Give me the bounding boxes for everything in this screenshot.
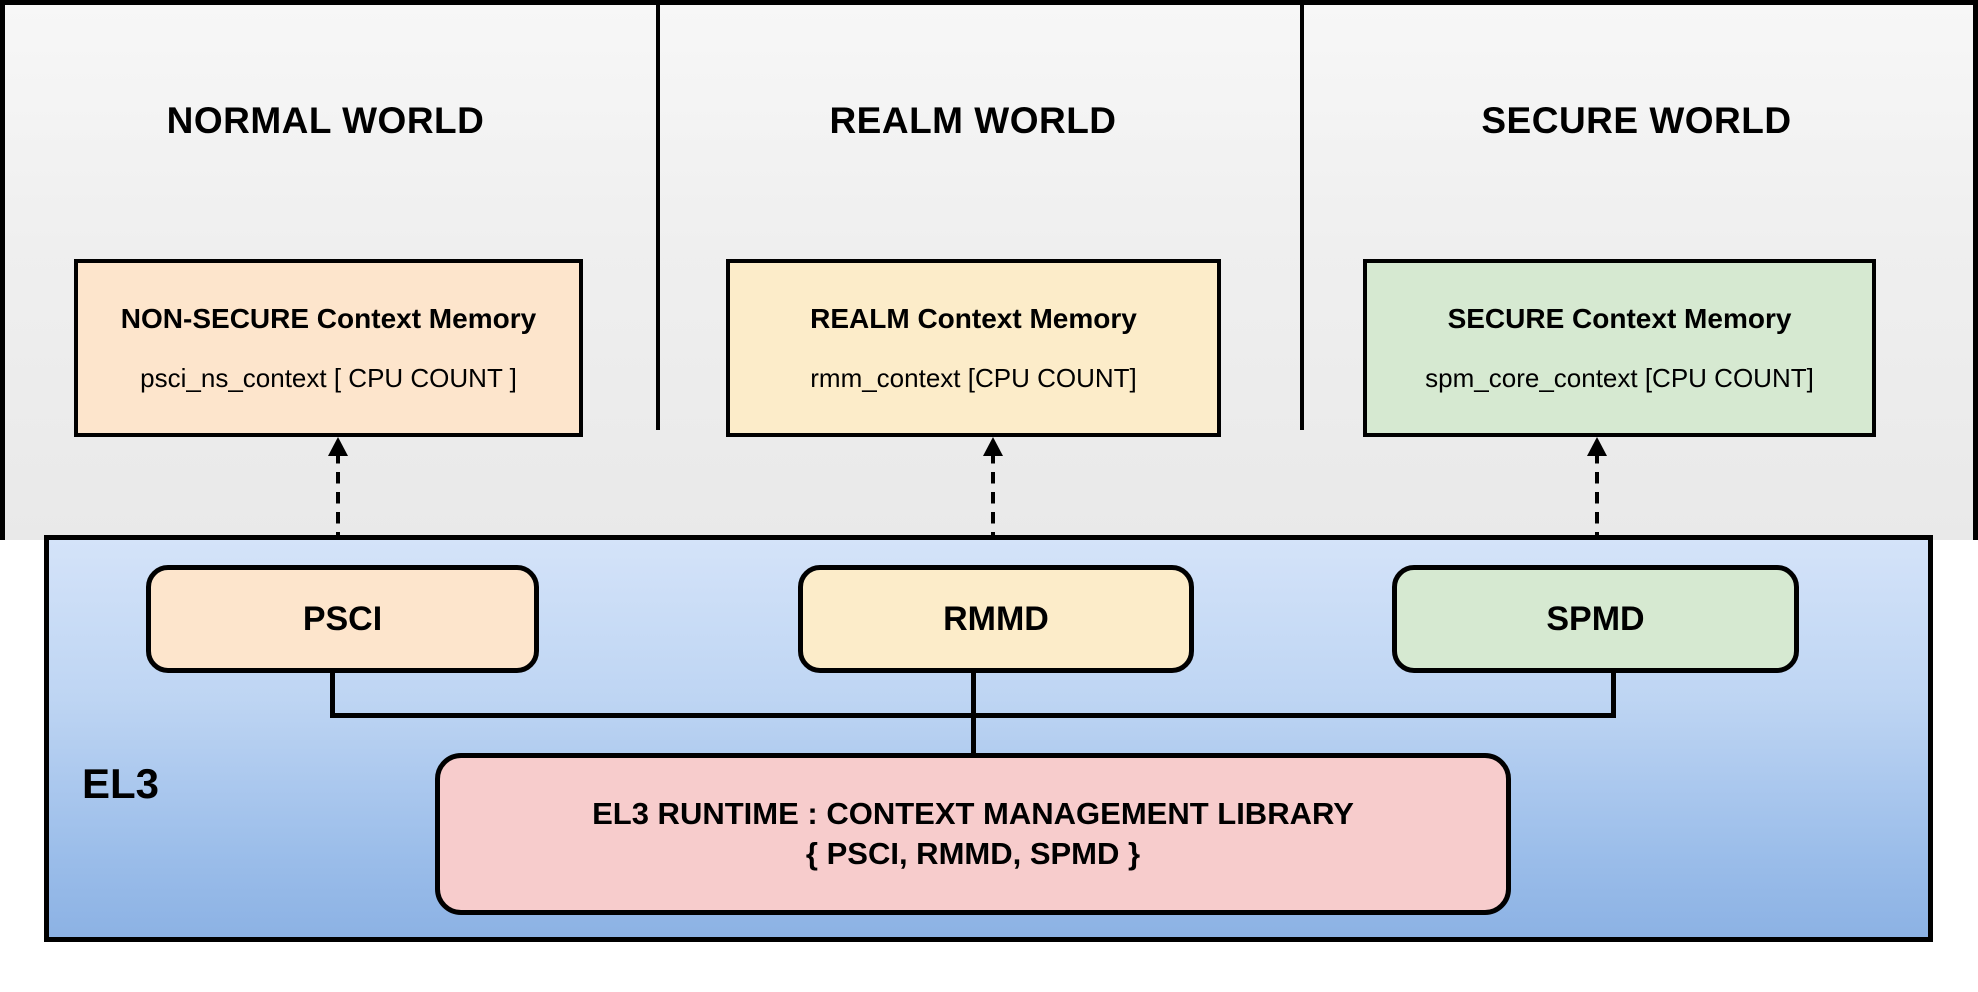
service-box-psci: PSCI — [146, 565, 539, 673]
arrow-stem — [991, 455, 995, 549]
arrow-stem — [336, 455, 340, 549]
context-memory-box-realm: REALM Context Memory rmm_context [CPU CO… — [726, 259, 1221, 437]
context-memory-subtitle-realm: rmm_context [CPU COUNT] — [810, 362, 1137, 393]
world-title-normal: NORMAL WORLD — [166, 100, 485, 141]
runtime-library-members: { PSCI, RMMD, SPMD } — [805, 836, 1141, 871]
world-title-secure: SECURE WORLD — [1481, 100, 1792, 141]
connector-spmd-vertical — [1611, 671, 1616, 717]
connector-bus-to-runtime — [971, 713, 976, 760]
connector-psci-vertical — [330, 671, 335, 717]
context-memory-box-secure: SECURE Context Memory spm_core_context [… — [1363, 259, 1876, 437]
el3-label: EL3 — [82, 760, 160, 807]
runtime-library-title: EL3 RUNTIME : CONTEXT MANAGEMENT LIBRARY — [592, 796, 1354, 832]
context-memory-subtitle-secure: spm_core_context [CPU COUNT] — [1425, 362, 1814, 393]
arrowhead-up-icon — [1587, 437, 1607, 456]
arrow-stem — [1595, 455, 1599, 549]
context-memory-title-secure: SECURE Context Memory — [1447, 302, 1792, 334]
context-memory-title-non-secure: NON-SECURE Context Memory — [120, 302, 537, 334]
world-divider-normal-realm — [656, 5, 660, 430]
arrowhead-up-icon — [328, 437, 348, 456]
service-box-spmd: SPMD — [1392, 565, 1799, 673]
world-title-realm: REALM WORLD — [829, 100, 1117, 141]
context-memory-title-realm: REALM Context Memory — [810, 302, 1137, 334]
context-memory-subtitle-non-secure: psci_ns_context [ CPU COUNT ] — [140, 362, 517, 393]
arrowhead-up-icon — [983, 437, 1003, 456]
connector-rmmd-vertical — [971, 671, 976, 717]
world-divider-realm-secure — [1300, 5, 1304, 430]
service-box-rmmd: RMMD — [798, 565, 1194, 673]
context-memory-box-non-secure: NON-SECURE Context Memory psci_ns_contex… — [74, 259, 583, 437]
el3-runtime-library-box: EL3 RUNTIME : CONTEXT MANAGEMENT LIBRARY… — [435, 753, 1511, 915]
